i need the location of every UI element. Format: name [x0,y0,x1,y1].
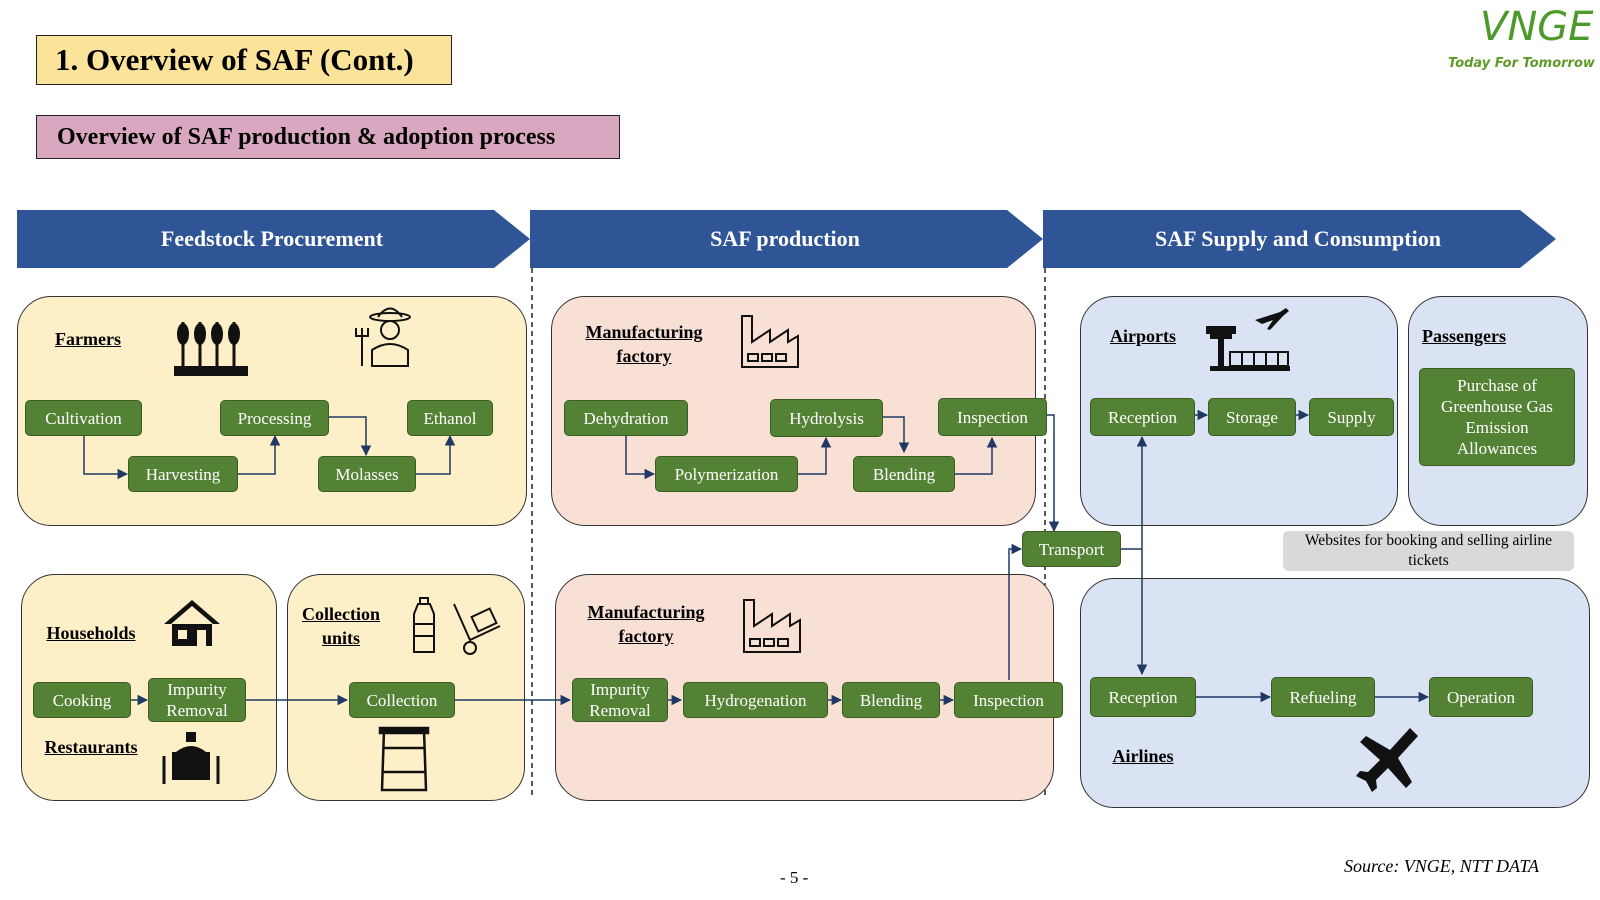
stage-supply: SAF Supply and Consumption [1155,226,1441,251]
panel-collection [287,574,525,801]
step-transport: Transport [1022,531,1121,567]
step-inspection-bottom: Inspection [954,682,1063,718]
stage-chevron-supply [1043,210,1556,268]
barrel-icon [378,726,430,792]
step-dehydration: Dehydration [564,400,688,436]
step-ethanol: Ethanol [407,400,493,436]
page-title: 1. Overview of SAF (Cont.) [36,35,452,85]
passengers-label: Passengers [1422,326,1506,346]
airports-label: Airports [1110,326,1176,346]
step-supply: Supply [1309,398,1394,436]
step-cooking: Cooking [33,682,131,718]
farmers-label: Farmers [55,329,121,349]
airplane-icon [1356,728,1418,792]
step-inspection-top: Inspection [938,398,1047,436]
step-emission-allowances: Purchase of Greenhouse Gas Emission Allo… [1419,368,1575,466]
step-blending-top: Blending [853,456,955,492]
factory-icon [741,315,799,368]
step-refueling: Refueling [1271,677,1375,717]
step-collection: Collection [349,682,455,718]
step-molasses: Molasses [318,456,416,492]
step-reception-airport: Reception [1090,398,1195,436]
page-number: - 5 - [780,868,809,887]
house-icon [164,600,220,646]
stage-production: SAF production [710,226,860,251]
airplane-icon [1255,308,1289,330]
factory-label-top: Manufacturing factory [585,322,703,366]
step-processing: Processing [220,400,329,436]
airlines-label: Airlines [1112,746,1174,766]
stage-chevron-feedstock [17,210,530,268]
stage-feedstock: Feedstock Procurement [160,226,384,251]
step-polymerization: Polymerization [655,456,798,492]
step-operation: Operation [1429,677,1533,717]
wheat-icon [174,322,248,376]
step-impurity-removal-factory: Impurity Removal [572,678,668,722]
step-reception-airline: Reception [1090,677,1196,717]
logo-tagline: Today For Tomorrow [1448,56,1595,71]
step-harvesting: Harvesting [128,456,238,492]
restaurants-label: Restaurants [44,737,138,757]
restaurant-table-icon [162,732,220,784]
farmer-icon [355,307,411,367]
source-note: Source: VNGE, NTT DATA [1344,856,1540,876]
step-hydrolysis: Hydrolysis [770,399,883,437]
households-label: Households [46,623,136,643]
step-cultivation: Cultivation [25,400,142,436]
bottle-icon [413,597,435,653]
hand-truck-icon [453,603,501,655]
step-hydrogenation: Hydrogenation [683,682,828,718]
logo: VNGE [1480,4,1594,50]
factory-label-bottom: Manufacturing factory [587,602,705,646]
step-blending-bottom: Blending [842,682,940,718]
stage-chevron-production [530,210,1043,268]
step-impurity-removal-household: Impurity Removal [148,678,246,722]
section-subtitle: Overview of SAF production & adoption pr… [36,115,620,159]
collection-units-label: Collection units [302,604,380,648]
step-storage: Storage [1208,398,1296,436]
websites-note: Websites for booking and selling airline… [1283,531,1574,571]
control-tower-icon [1206,326,1290,371]
